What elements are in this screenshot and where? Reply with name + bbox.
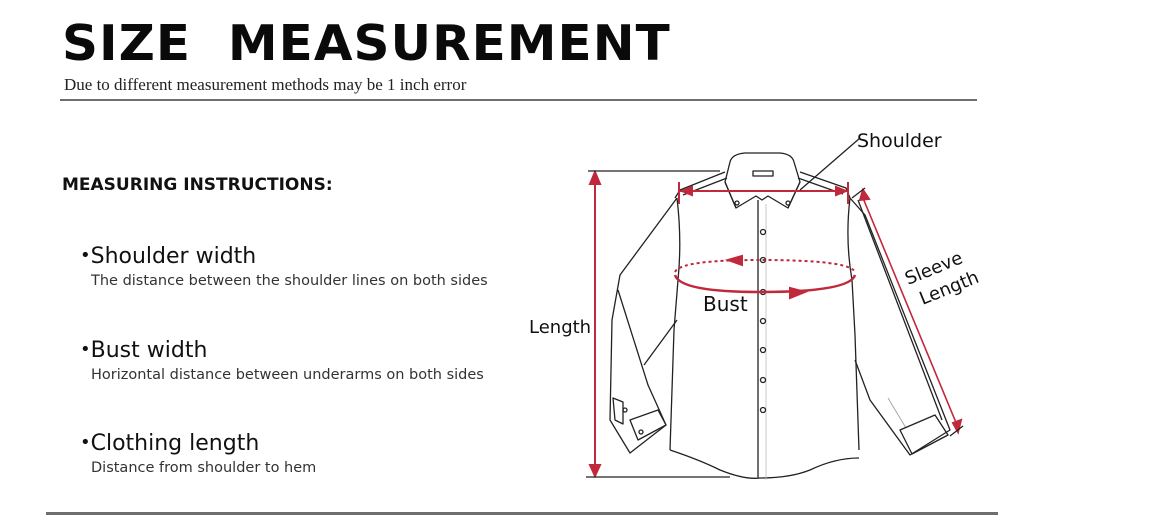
page-title: SIZE MEASUREMENT bbox=[62, 15, 671, 72]
instruction-item-shoulder: •Shoulder width The distance between the… bbox=[80, 243, 488, 289]
instruction-description: Horizontal distance between underarms on… bbox=[91, 367, 484, 383]
length-label: Length bbox=[529, 317, 591, 338]
instruction-name: Shoulder width bbox=[90, 244, 257, 269]
shirt-diagram: Shoulder Bust Length Sleeve Length bbox=[529, 130, 982, 480]
bullet: • bbox=[80, 432, 91, 453]
instruction-name: Clothing length bbox=[90, 431, 260, 456]
instruction-item-length: •Clothing length Distance from shoulder … bbox=[80, 430, 316, 476]
measurement-disclaimer: Due to different measurement methods may… bbox=[64, 75, 467, 94]
shoulder-leader-line bbox=[799, 137, 861, 191]
instructions-heading: MEASURING INSTRUCTIONS: bbox=[62, 175, 333, 195]
bust-arrow-icon bbox=[673, 274, 857, 294]
sleeve-length-arrow-icon bbox=[862, 197, 958, 426]
bust-label: Bust bbox=[703, 292, 748, 316]
instruction-item-bust: •Bust width Horizontal distance between … bbox=[80, 337, 484, 383]
top-divider bbox=[60, 99, 977, 101]
instruction-description: The distance between the shoulder lines … bbox=[91, 273, 488, 289]
shoulder-label: Shoulder bbox=[857, 130, 942, 152]
shirt-outline-icon bbox=[609, 152, 951, 480]
bottom-divider bbox=[46, 512, 998, 515]
bullet: • bbox=[80, 339, 91, 360]
instruction-description: Distance from shoulder to hem bbox=[91, 460, 317, 476]
measurement-lines bbox=[588, 169, 963, 479]
bullet: • bbox=[80, 245, 91, 266]
instruction-name: Bust width bbox=[90, 338, 208, 363]
